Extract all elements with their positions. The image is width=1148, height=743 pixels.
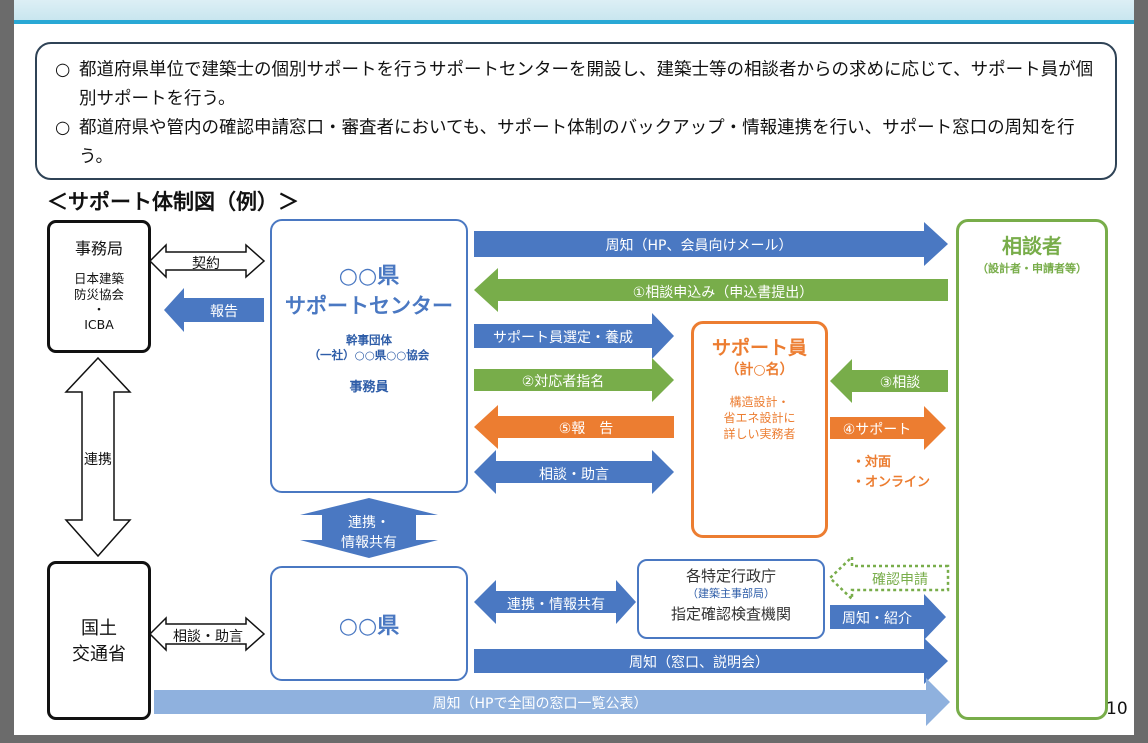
arrow-select-train	[474, 313, 674, 359]
supporter-count: （計○名）	[725, 362, 794, 378]
supporter-box: サポート員 （計○名） 構造設計・ 省エネ設計に 詳しい実務者	[691, 321, 828, 538]
arrow-report-label: 報告	[210, 304, 238, 320]
secretariat-org-1: 日本建築	[73, 271, 124, 286]
arrow-notice-intro-label: 周知・紹介	[842, 611, 912, 627]
support-center-leader-1: 幹事団体	[346, 333, 392, 347]
arrow-select-train-label: サポート員選定・養成	[493, 330, 633, 346]
arrow-confirm-apply-label: 確認申請	[872, 572, 928, 588]
mlit-line-1: 国土	[81, 618, 117, 639]
section-title: ＜サポート体制図（例）＞	[47, 190, 299, 214]
agency-box: 各特定行政庁 （建築主事部局） 指定確認検査機関	[637, 559, 825, 639]
summary-box: ○ 都道府県単位で建築士の個別サポートを行うサポートセンターを開設し、建築士等の…	[35, 42, 1117, 180]
arrow-apply-label: ①相談申込み（申込書提出）	[632, 285, 814, 301]
agency-title-2: 指定確認検査機関	[670, 605, 791, 623]
summary-line-1: ○ 都道府県単位で建築士の個別サポートを行うサポートセンターを開設し、建築士等の…	[55, 56, 1097, 114]
support-center-name-1: ○○県	[338, 264, 400, 289]
support-center-name-2: サポートセンター	[285, 294, 453, 318]
arrow-consult-advice-left	[148, 616, 266, 652]
arrow-notice-window	[474, 638, 948, 684]
arrow-coop-info-vertical	[300, 498, 438, 558]
page-number: 10	[1106, 699, 1128, 719]
secretariat-org-3: ICBA	[84, 317, 114, 332]
arrow-apply	[474, 268, 948, 312]
arrow-notice-national-label: 周知（HPで全国の窓口一覧公表）	[432, 696, 648, 712]
consultant-title: 相談者	[1002, 234, 1062, 258]
support-mode-online: ・オンライン	[852, 475, 931, 490]
supporter-desc-1: 構造設計・	[729, 395, 790, 409]
supporter-desc-3: 詳しい実務者	[723, 427, 796, 441]
arrow-notice-national	[154, 678, 950, 726]
arrow-assign	[474, 358, 674, 402]
secretariat-title: 事務局	[74, 239, 123, 258]
circle-bullet-icon: ○	[55, 60, 71, 80]
prefecture-box: ○○県	[270, 566, 468, 681]
mlit-line-2: 交通省	[72, 644, 126, 665]
arrow-consult-advice-label: 相談・助言	[539, 467, 609, 483]
agency-sub: （建築主事部局）	[687, 587, 775, 600]
arrow-support4	[830, 406, 946, 450]
diagram-arrows	[64, 222, 1062, 726]
support-center-box: ○○県 サポートセンター 幹事団体 （一社）○○県○○協会 事務員	[270, 219, 468, 493]
arrow-consult-advice-left-label: 相談・助言	[173, 629, 243, 645]
support-modes: ・対面 ・オンライン	[852, 453, 930, 493]
arrow-notice-intro	[830, 594, 946, 640]
consultant-sub: （設計者・申請者等）	[977, 262, 1087, 275]
arrow-contract-label: 契約	[192, 256, 220, 272]
arrow-coop-info-label: 連携・情報共有	[507, 597, 605, 613]
arrow-coop-vertical-label-wrap: 連携・ 情報共有	[314, 512, 424, 552]
arrow-consult3-label: ③相談	[879, 375, 921, 391]
arrow-confirm-apply	[828, 554, 950, 602]
mlit-box: 国土 交通省	[47, 561, 151, 720]
summary-text-1: 都道府県単位で建築士の個別サポートを行うサポートセンターを開設し、建築士等の相談…	[79, 60, 1094, 109]
arrow-consult3	[830, 359, 948, 403]
prefecture-name: ○○県	[338, 614, 400, 639]
agency-title: 各特定行政庁	[685, 567, 776, 585]
consultant-box: 相談者 （設計者・申請者等）	[956, 219, 1108, 720]
circle-bullet-icon: ○	[55, 118, 71, 138]
arrow-report	[164, 288, 264, 332]
slide: ○ 都道府県単位で建築士の個別サポートを行うサポートセンターを開設し、建築士等の…	[14, 0, 1134, 735]
arrow-cooperation-label: 連携	[84, 452, 112, 468]
arrow-notice-hp-label: 周知（HP、会員向けメール）	[605, 238, 793, 254]
arrow-coop-info-vertical-label-2: 情報共有	[341, 535, 397, 551]
secretariat-box: 事務局 日本建築 防災協会 ・ ICBA	[47, 220, 151, 353]
arrow-notice-hp	[474, 222, 948, 266]
secretariat-org-2: 防災協会	[73, 287, 124, 302]
arrow-report5	[474, 405, 674, 449]
arrow-contract	[148, 243, 266, 279]
header-bar	[14, 0, 1134, 24]
arrow-coop-info	[474, 580, 636, 624]
support-mode-face: ・対面	[852, 455, 892, 470]
summary-text-2: 都道府県や管内の確認申請窓口・審査者においても、サポート体制のバックアップ・情報…	[79, 118, 1075, 167]
supporter-title: サポート員	[711, 337, 807, 359]
support-center-staff: 事務員	[349, 380, 389, 395]
arrow-report5-label: ⑤報 告	[558, 421, 614, 437]
arrow-cooperation	[64, 356, 132, 558]
summary-line-2: ○ 都道府県や管内の確認申請窓口・審査者においても、サポート体制のバックアップ・…	[55, 114, 1097, 172]
arrow-coop-info-vertical-label-1: 連携・	[348, 515, 390, 531]
supporter-desc-2: 省エネ設計に	[723, 411, 796, 425]
secretariat-dot: ・	[92, 302, 106, 317]
support-center-leader-2: （一社）○○県○○協会	[308, 348, 430, 362]
arrow-support4-label: ④サポート	[842, 422, 912, 438]
arrow-consult-advice	[474, 450, 674, 494]
arrow-assign-label: ②対応者指名	[521, 374, 605, 390]
arrow-notice-window-label: 周知（窓口、説明会）	[629, 655, 769, 671]
